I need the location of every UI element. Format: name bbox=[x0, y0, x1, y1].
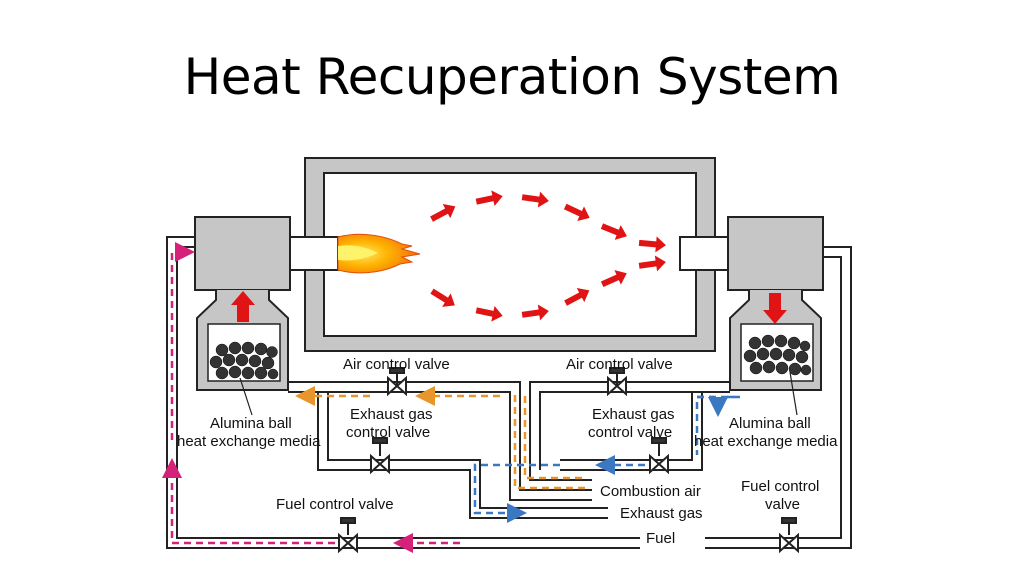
flow-arrow bbox=[563, 203, 590, 221]
down-arrow bbox=[763, 293, 787, 324]
right-burner-nozzle bbox=[679, 236, 729, 271]
label-exhaust-valve-right-line1: Exhaust gas bbox=[592, 406, 675, 423]
flow-arrow bbox=[475, 306, 503, 322]
page-title: Heat Recuperation System bbox=[183, 48, 841, 106]
label-fuel: Fuel bbox=[646, 530, 675, 547]
air-control-valve-left[interactable] bbox=[387, 367, 407, 397]
label-exhaust-gas: Exhaust gas bbox=[620, 505, 703, 522]
alumina-balls bbox=[743, 334, 812, 376]
right-regenerator bbox=[727, 216, 824, 391]
left-regenerator bbox=[194, 216, 291, 391]
flow-arrow bbox=[564, 288, 590, 306]
flow-arrow bbox=[430, 204, 456, 222]
furnace bbox=[304, 157, 716, 352]
flow-arrow bbox=[475, 190, 503, 206]
flow-arrow bbox=[638, 236, 666, 253]
exhaust-gas-control-valve-right[interactable] bbox=[649, 437, 669, 475]
label-media-right-line2: heat exchange media bbox=[694, 433, 838, 450]
label-fuel-valve-left: Fuel control valve bbox=[276, 496, 394, 513]
label-exhaust-valve-right-line2: control valve bbox=[588, 424, 672, 441]
flow-arrow bbox=[430, 288, 455, 307]
label-media-right-line1: Alumina ball bbox=[729, 415, 811, 432]
flow-arrow bbox=[600, 223, 627, 240]
flow-arrow bbox=[521, 191, 549, 208]
fuel-control-valve-right[interactable] bbox=[779, 517, 799, 554]
air-flow-lines bbox=[473, 395, 740, 523]
label-fuel-valve-right-line1: Fuel control bbox=[741, 478, 819, 495]
label-air-control-valve-left: Air control valve bbox=[343, 356, 450, 373]
air-control-valve-right[interactable] bbox=[607, 367, 627, 397]
up-arrow bbox=[231, 291, 255, 322]
burner-flame bbox=[337, 233, 421, 274]
left-burner-nozzle bbox=[289, 236, 339, 271]
label-fuel-valve-right-line2: valve bbox=[765, 496, 800, 513]
fuel-flow-lines bbox=[162, 242, 460, 553]
label-media-left-line2: heat exchange media bbox=[177, 433, 321, 450]
leader-line-left-media bbox=[239, 377, 253, 416]
fuel-control-valve-left[interactable] bbox=[338, 517, 358, 554]
exhaust-gas-control-valve-left[interactable] bbox=[370, 437, 390, 475]
flow-arrow bbox=[638, 255, 666, 272]
flow-arrows-furnace bbox=[430, 190, 666, 322]
alumina-balls bbox=[209, 341, 279, 380]
label-exhaust-valve-left-line1: Exhaust gas bbox=[350, 406, 433, 423]
leader-line-right-media bbox=[789, 371, 798, 416]
label-exhaust-valve-left-line2: control valve bbox=[346, 424, 430, 441]
label-air-control-valve-right: Air control valve bbox=[566, 356, 673, 373]
flow-arrow bbox=[600, 270, 627, 288]
label-combustion-air: Combustion air bbox=[600, 483, 701, 500]
flow-arrow bbox=[521, 304, 549, 321]
label-media-left-line1: Alumina ball bbox=[210, 415, 292, 432]
exhaust-flow-lines bbox=[295, 386, 585, 490]
